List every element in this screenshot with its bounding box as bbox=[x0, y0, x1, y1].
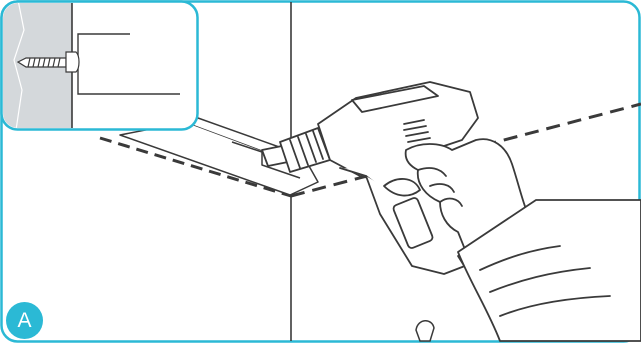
detail-inset bbox=[0, 0, 198, 130]
step-badge: A bbox=[6, 302, 43, 339]
cable-tag bbox=[416, 321, 434, 341]
